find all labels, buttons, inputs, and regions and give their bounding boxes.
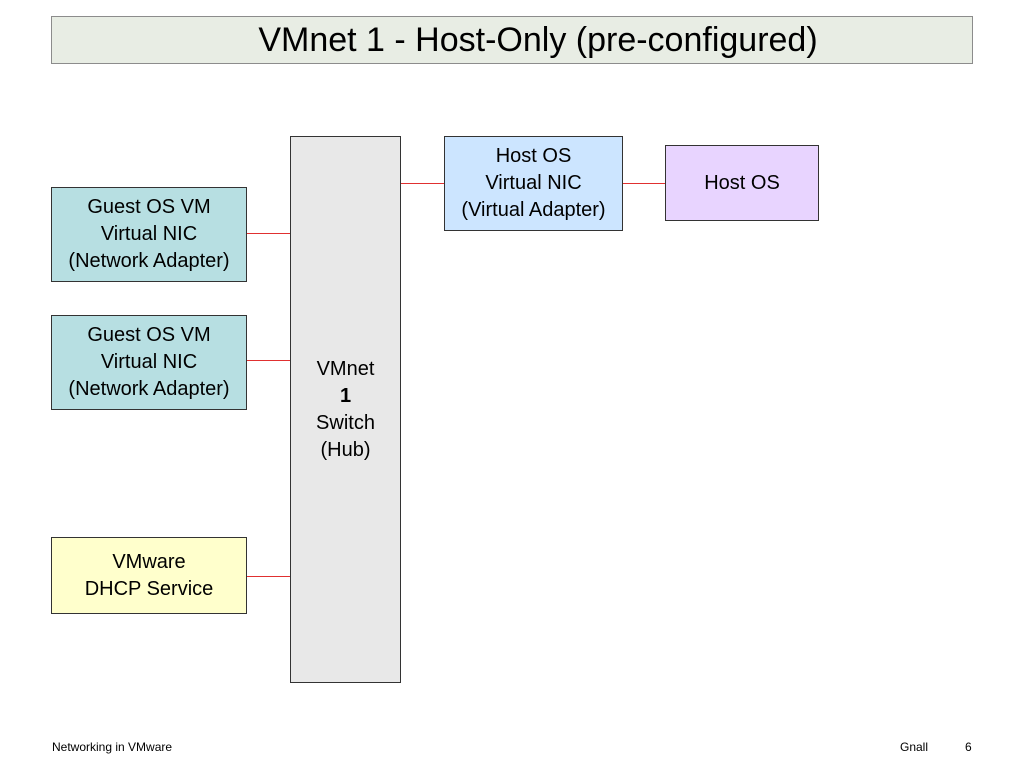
footer-title: Networking in VMware <box>52 740 173 754</box>
footer-author: Gnall <box>900 740 929 754</box>
switch-label-line: VMnet <box>316 357 375 380</box>
node-label-line: Host OS <box>704 171 780 194</box>
switch-label-line: (Hub) <box>320 438 371 461</box>
switch-label-line: Switch <box>316 411 375 434</box>
link-switch-to-host-nic <box>401 183 444 184</box>
node-label-line: Guest OS VM <box>87 324 211 346</box>
link-guest-vm-2-to-switch <box>247 360 290 361</box>
node-label-line: (Virtual Adapter) <box>461 199 606 221</box>
footer-page-number: 6 <box>965 740 972 754</box>
node-label-line: (Network Adapter) <box>68 250 230 272</box>
link-guest-vm-1-to-switch <box>247 233 290 234</box>
node-label-line: VMware <box>112 550 186 573</box>
node-label-line: Virtual NIC <box>485 172 582 194</box>
slide-title: VMnet 1 - Host-Only (pre-configured) <box>258 21 818 59</box>
guest-vm-nic-1: Guest OS VM Virtual NIC (Network Adapter… <box>51 187 247 282</box>
guest-vm-nic-2: Guest OS VM Virtual NIC (Network Adapter… <box>51 315 247 410</box>
node-label-line: Guest OS VM <box>87 196 211 218</box>
node-label-line: Host OS <box>495 145 572 167</box>
node-label-line: Virtual NIC <box>100 223 198 245</box>
slide-title-bar: VMnet 1 - Host-Only (pre-configured) <box>51 16 973 64</box>
link-host-nic-to-host-os <box>623 183 665 184</box>
vmnet-switch: VMnet 1 Switch (Hub) <box>290 136 401 683</box>
vmware-dhcp-service: VMware DHCP Service <box>51 537 247 614</box>
host-virtual-nic: Host OS Virtual NIC (Virtual Adapter) <box>444 136 623 231</box>
node-label-line: Virtual NIC <box>100 351 198 373</box>
switch-number: 1 <box>339 384 352 407</box>
node-label-line: (Network Adapter) <box>68 378 230 400</box>
node-label-line: DHCP Service <box>84 577 214 600</box>
link-dhcp-to-switch <box>247 576 290 577</box>
host-os: Host OS <box>665 145 819 221</box>
